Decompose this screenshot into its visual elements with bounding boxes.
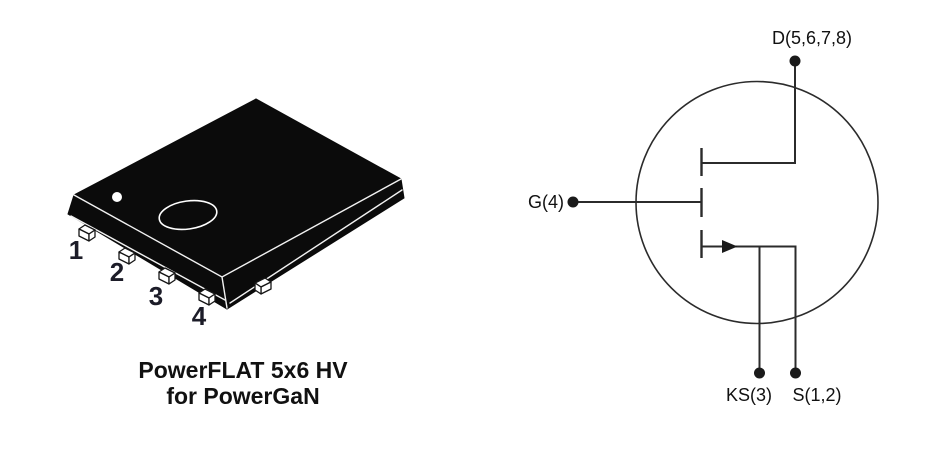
kelvin-source-terminal-dot xyxy=(754,367,765,379)
transistor-schematic xyxy=(567,55,879,379)
pin-number-4: 4 xyxy=(191,301,207,331)
package-top-face-edges xyxy=(73,178,402,309)
pin-number-1: 1 xyxy=(68,235,84,265)
pin-number-2: 2 xyxy=(109,257,125,287)
drain-terminal-dot xyxy=(789,55,801,67)
source-wire xyxy=(701,245,797,369)
gate-terminal-dot xyxy=(567,196,579,208)
pin-number-3: 3 xyxy=(148,281,164,311)
drain-terminal-label: D(5,6,7,8) xyxy=(772,28,853,48)
gate-terminal-label: G(4) xyxy=(528,192,564,212)
package-pad-ellipse xyxy=(158,199,218,231)
kelvin-source-terminal-label: KS(3) xyxy=(725,385,773,405)
package-body xyxy=(67,98,405,310)
pin1-marker-dot xyxy=(112,192,122,202)
package-caption-line1: PowerFLAT 5x6 HV xyxy=(138,357,348,383)
source-terminal-label: S(1,2) xyxy=(792,385,842,405)
package-3d-drawing xyxy=(67,98,405,310)
package-caption-line2: for PowerGaN xyxy=(166,383,320,409)
drain-wire xyxy=(701,63,796,164)
source-arrow xyxy=(722,240,738,253)
source-terminal-dot xyxy=(790,367,801,379)
